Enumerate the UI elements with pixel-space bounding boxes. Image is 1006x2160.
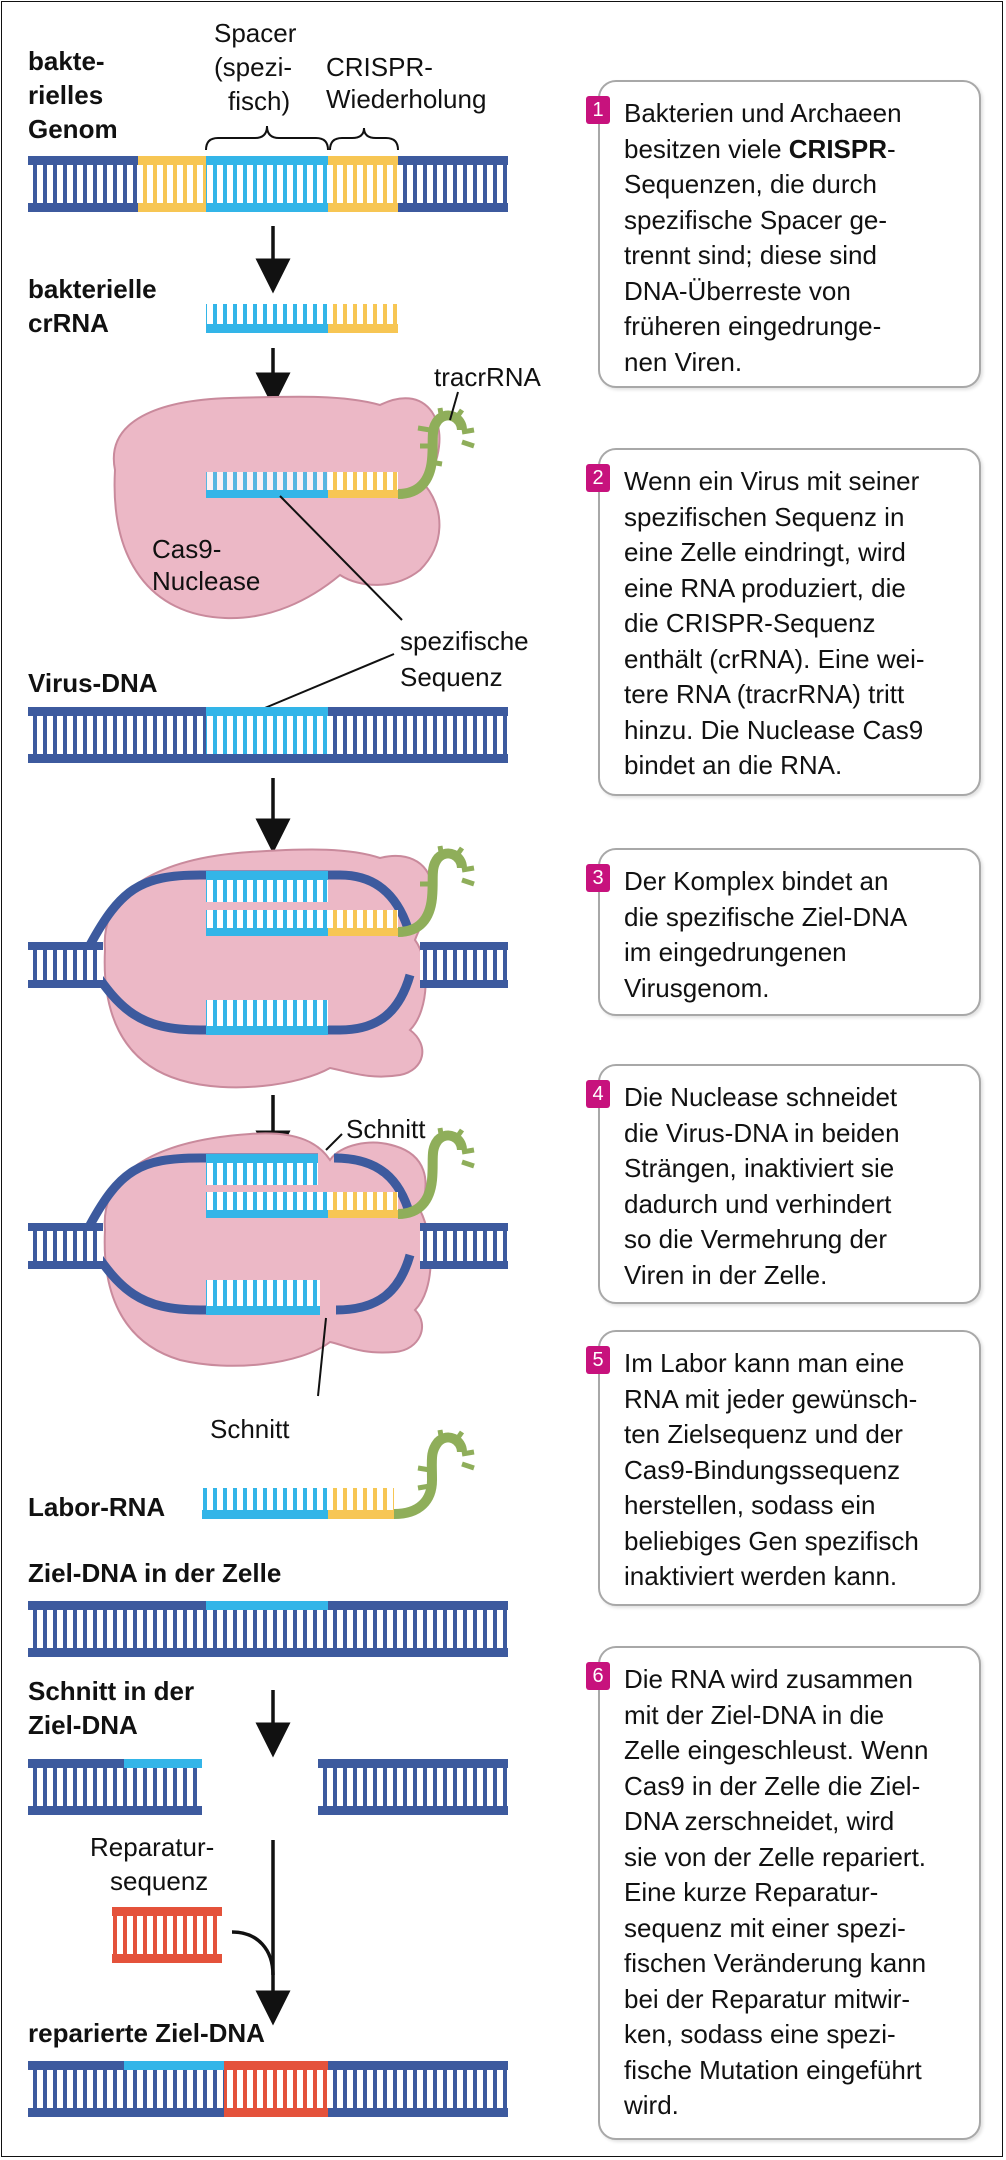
genome-label-3: Genom (28, 114, 118, 144)
spacer-label-3: fisch) (228, 86, 290, 116)
cas9-rna (206, 472, 398, 498)
target-dna (28, 1601, 508, 1657)
step-badge-3: 3 (586, 864, 610, 892)
crrna-label-1: bakterielle (28, 274, 157, 304)
virus-dna-label: Virus-DNA (28, 668, 158, 698)
cas9-label-1: Cas9- (152, 534, 221, 564)
virus-dna (28, 707, 508, 763)
genome-label-1: bakte- (28, 46, 105, 76)
step-badge-5: 5 (586, 1346, 610, 1374)
repair-join-arrow (231, 1930, 275, 1976)
repaired-label: reparierte Ziel-DNA (28, 2018, 265, 2048)
repair-seq-label-2: sequenz (110, 1866, 208, 1896)
cut-complex (28, 1127, 508, 1367)
tracrrna-strand (397, 407, 475, 499)
repeat-label-2: Wiederholung (326, 84, 486, 114)
bound-complex (28, 845, 508, 1089)
repair-seq-dna (112, 1907, 222, 1963)
crrna-label-2: crRNA (28, 308, 109, 338)
step-badge-1: 1 (586, 96, 610, 124)
step-badge-6: 6 (586, 1662, 610, 1690)
step-badge-4: 4 (586, 1080, 610, 1108)
target-dna-label: Ziel-DNA in der Zelle (28, 1558, 281, 1588)
cut-bottom-label: Schnitt (210, 1414, 290, 1444)
tracrrna-pointer (449, 391, 459, 421)
cut-target-dna (28, 1759, 508, 1815)
specific-seq-pointer-2 (259, 653, 395, 711)
cut-target-label-2: Ziel-DNA (28, 1710, 138, 1740)
repaired-dna (28, 2061, 508, 2117)
repeat-brace (329, 127, 399, 151)
spacer-label-2: (spezi- (214, 52, 292, 82)
cas9-protein (112, 395, 441, 620)
repeat-label-1: CRISPR- (326, 52, 433, 82)
step-badge-2: 2 (586, 464, 610, 492)
cas9-label-2: Nuclease (152, 566, 260, 596)
cut-target-label-1: Schnitt in der (28, 1676, 194, 1706)
lab-rna-label: Labor-RNA (28, 1492, 165, 1522)
lab-rna-strand (202, 1429, 475, 1519)
cut-bottom-pointer (317, 1317, 327, 1397)
repair-seq-label-1: Reparatur- (90, 1832, 214, 1862)
specific-seq-label-1: spezifische (400, 626, 529, 656)
genome-label-2: rielles (28, 80, 103, 110)
tracrrna-label: tracrRNA (434, 362, 542, 392)
spacer-brace (205, 125, 329, 151)
specific-seq-pointer-1 (279, 495, 403, 621)
cut-top-pointer (325, 1133, 343, 1151)
cut-top-label: Schnitt (346, 1114, 426, 1144)
spacer-label-1: Spacer (214, 18, 297, 48)
genome-dna (28, 156, 508, 212)
crrna-strand (206, 304, 398, 333)
specific-seq-label-2: Sequenz (400, 662, 503, 692)
